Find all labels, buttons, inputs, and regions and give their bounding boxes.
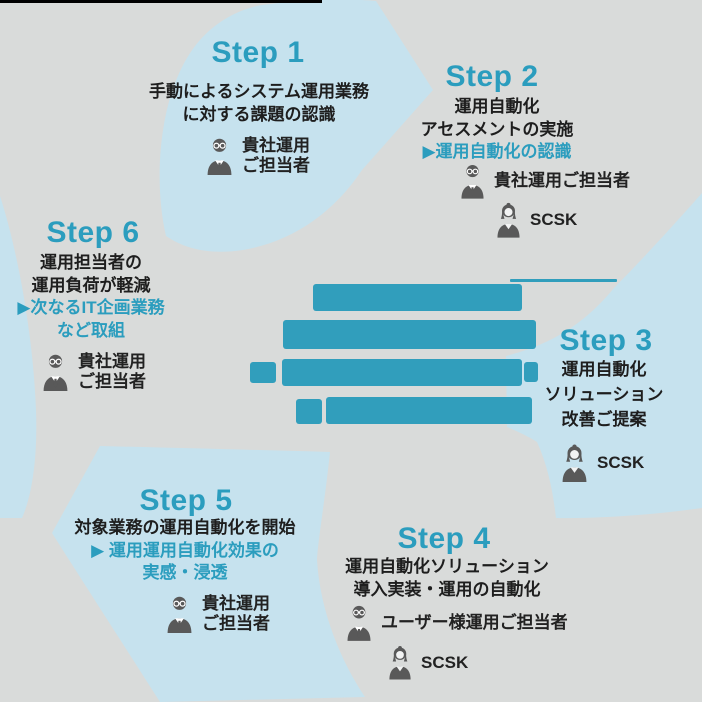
step4-title: Step 4 bbox=[397, 522, 491, 555]
step4-line: 運用自動化ソリューション bbox=[345, 557, 549, 576]
step5-person-customer: 貴社運用 ご担当者 bbox=[166, 594, 270, 634]
step3-line: 改善ご提案 bbox=[561, 410, 647, 429]
redacted-text-line-1-rule bbox=[510, 279, 617, 282]
step4-line: 導入実装・運用の自動化 bbox=[353, 579, 541, 599]
redacted-text-line-3-fragment bbox=[250, 362, 276, 383]
top-border-line bbox=[0, 0, 322, 3]
person-label-line: SCSK bbox=[421, 652, 469, 672]
cycle-arrow-top bbox=[159, 0, 433, 252]
step1-line: 手動によるシステム運用業務 bbox=[149, 82, 369, 101]
businessman-icon bbox=[166, 594, 193, 634]
step6-line: 運用負荷が軽減 bbox=[31, 275, 151, 295]
redacted-text-line-3-nub bbox=[524, 362, 538, 382]
cycle-arrow-left-sliver bbox=[0, 196, 37, 518]
step1-description: 手動によるシステム運用業務 に対する課題の認識 bbox=[109, 81, 409, 126]
step5-line: 対象業務の運用自動化を開始 bbox=[74, 518, 296, 537]
person-label-line: ご担当者 bbox=[202, 614, 270, 633]
step6-title: Step 6 bbox=[46, 216, 140, 249]
person-label: SCSK bbox=[530, 210, 577, 230]
step2-title: Step 2 bbox=[445, 60, 539, 93]
step5-highlight-line: 実感・浸透 bbox=[142, 563, 228, 582]
person-label-line: SCSK bbox=[530, 210, 578, 229]
businesswoman-icon bbox=[388, 644, 412, 681]
step2-person-customer: 貴社運用ご担当者 bbox=[460, 162, 630, 200]
step5-title: Step 5 bbox=[139, 484, 233, 517]
person-label-line: ご担当者 bbox=[242, 156, 310, 175]
businesswoman-icon bbox=[496, 201, 521, 239]
step4-person-user: ユーザー様運用ご担当者 bbox=[346, 603, 568, 642]
step3-person-scsk: SCSK bbox=[561, 443, 644, 483]
step2-line: アセスメントの実施 bbox=[420, 119, 574, 139]
step3-line: ソリューション bbox=[544, 385, 664, 404]
person-label: 貴社運用 ご担当者 bbox=[78, 352, 146, 392]
businessman-icon bbox=[206, 136, 233, 176]
step6-highlight-line: など取組 bbox=[57, 320, 125, 340]
person-label: 貴社運用 ご担当者 bbox=[242, 136, 310, 176]
step1-person-customer: 貴社運用 ご担当者 bbox=[206, 136, 310, 176]
cycle-arrow-right bbox=[506, 193, 702, 519]
person-label-line: ご担当者 bbox=[78, 372, 146, 391]
person-label: 貴社運用ご担当者 bbox=[494, 171, 630, 191]
businessman-icon bbox=[346, 603, 372, 642]
person-label: SCSK bbox=[421, 653, 468, 673]
step3-title: Step 3 bbox=[559, 324, 653, 357]
businesswoman-icon bbox=[561, 443, 588, 483]
person-label-line: ユーザー様運用ご担当者 bbox=[381, 612, 568, 632]
step6-highlight-line: ▶次なるIT企画業務 bbox=[17, 298, 165, 317]
step2-person-scsk: SCSK bbox=[496, 201, 577, 239]
step6-person-customer: 貴社運用 ご担当者 bbox=[42, 352, 146, 392]
step2-highlight-line: ▶運用自動化の認識 bbox=[422, 142, 572, 161]
step6-line: 運用担当者の bbox=[40, 253, 142, 272]
person-label-line: SCSK bbox=[597, 453, 645, 472]
cycle-arrow-bottom-left bbox=[52, 446, 365, 702]
person-label: ユーザー様運用ご担当者 bbox=[381, 613, 568, 633]
redacted-text-line-4-fragment bbox=[296, 399, 322, 424]
step1-line: に対する課題の認識 bbox=[182, 104, 336, 124]
person-label-line: 貴社運用ご担当者 bbox=[494, 171, 630, 190]
person-label-line: 貴社運用 bbox=[202, 594, 270, 613]
person-label: 貴社運用 ご担当者 bbox=[202, 594, 270, 634]
step4-person-scsk: SCSK bbox=[388, 644, 468, 681]
step2-description: 運用自動化 アセスメントの実施 ▶運用自動化の認識 bbox=[347, 96, 647, 164]
step3-description: 運用自動化 ソリューション 改善ご提案 bbox=[454, 357, 702, 432]
person-label-line: 貴社運用 bbox=[242, 136, 310, 155]
step5-highlight-line: ▶ 運用運用自動化効果の bbox=[91, 540, 279, 560]
person-label: SCSK bbox=[597, 453, 644, 473]
redacted-text-line-1 bbox=[313, 284, 522, 311]
step3-line: 運用自動化 bbox=[561, 360, 647, 379]
businessman-icon bbox=[42, 352, 69, 392]
redacted-text-line-4 bbox=[326, 397, 532, 424]
businessman-icon bbox=[460, 162, 485, 200]
step2-line: 運用自動化 bbox=[454, 97, 540, 116]
redacted-text-line-3 bbox=[282, 359, 522, 386]
step1-title: Step 1 bbox=[211, 36, 305, 69]
person-label-line: 貴社運用 bbox=[78, 352, 146, 371]
step4-description: 運用自動化ソリューション 導入実装・運用の自動化 bbox=[297, 556, 597, 601]
step5-description: 対象業務の運用自動化を開始 ▶ 運用運用自動化効果の 実感・浸透 bbox=[35, 517, 335, 585]
step6-description: 運用担当者の 運用負荷が軽減 ▶次なるIT企画業務 など取組 bbox=[0, 252, 241, 342]
redacted-text-line-2 bbox=[283, 320, 536, 349]
